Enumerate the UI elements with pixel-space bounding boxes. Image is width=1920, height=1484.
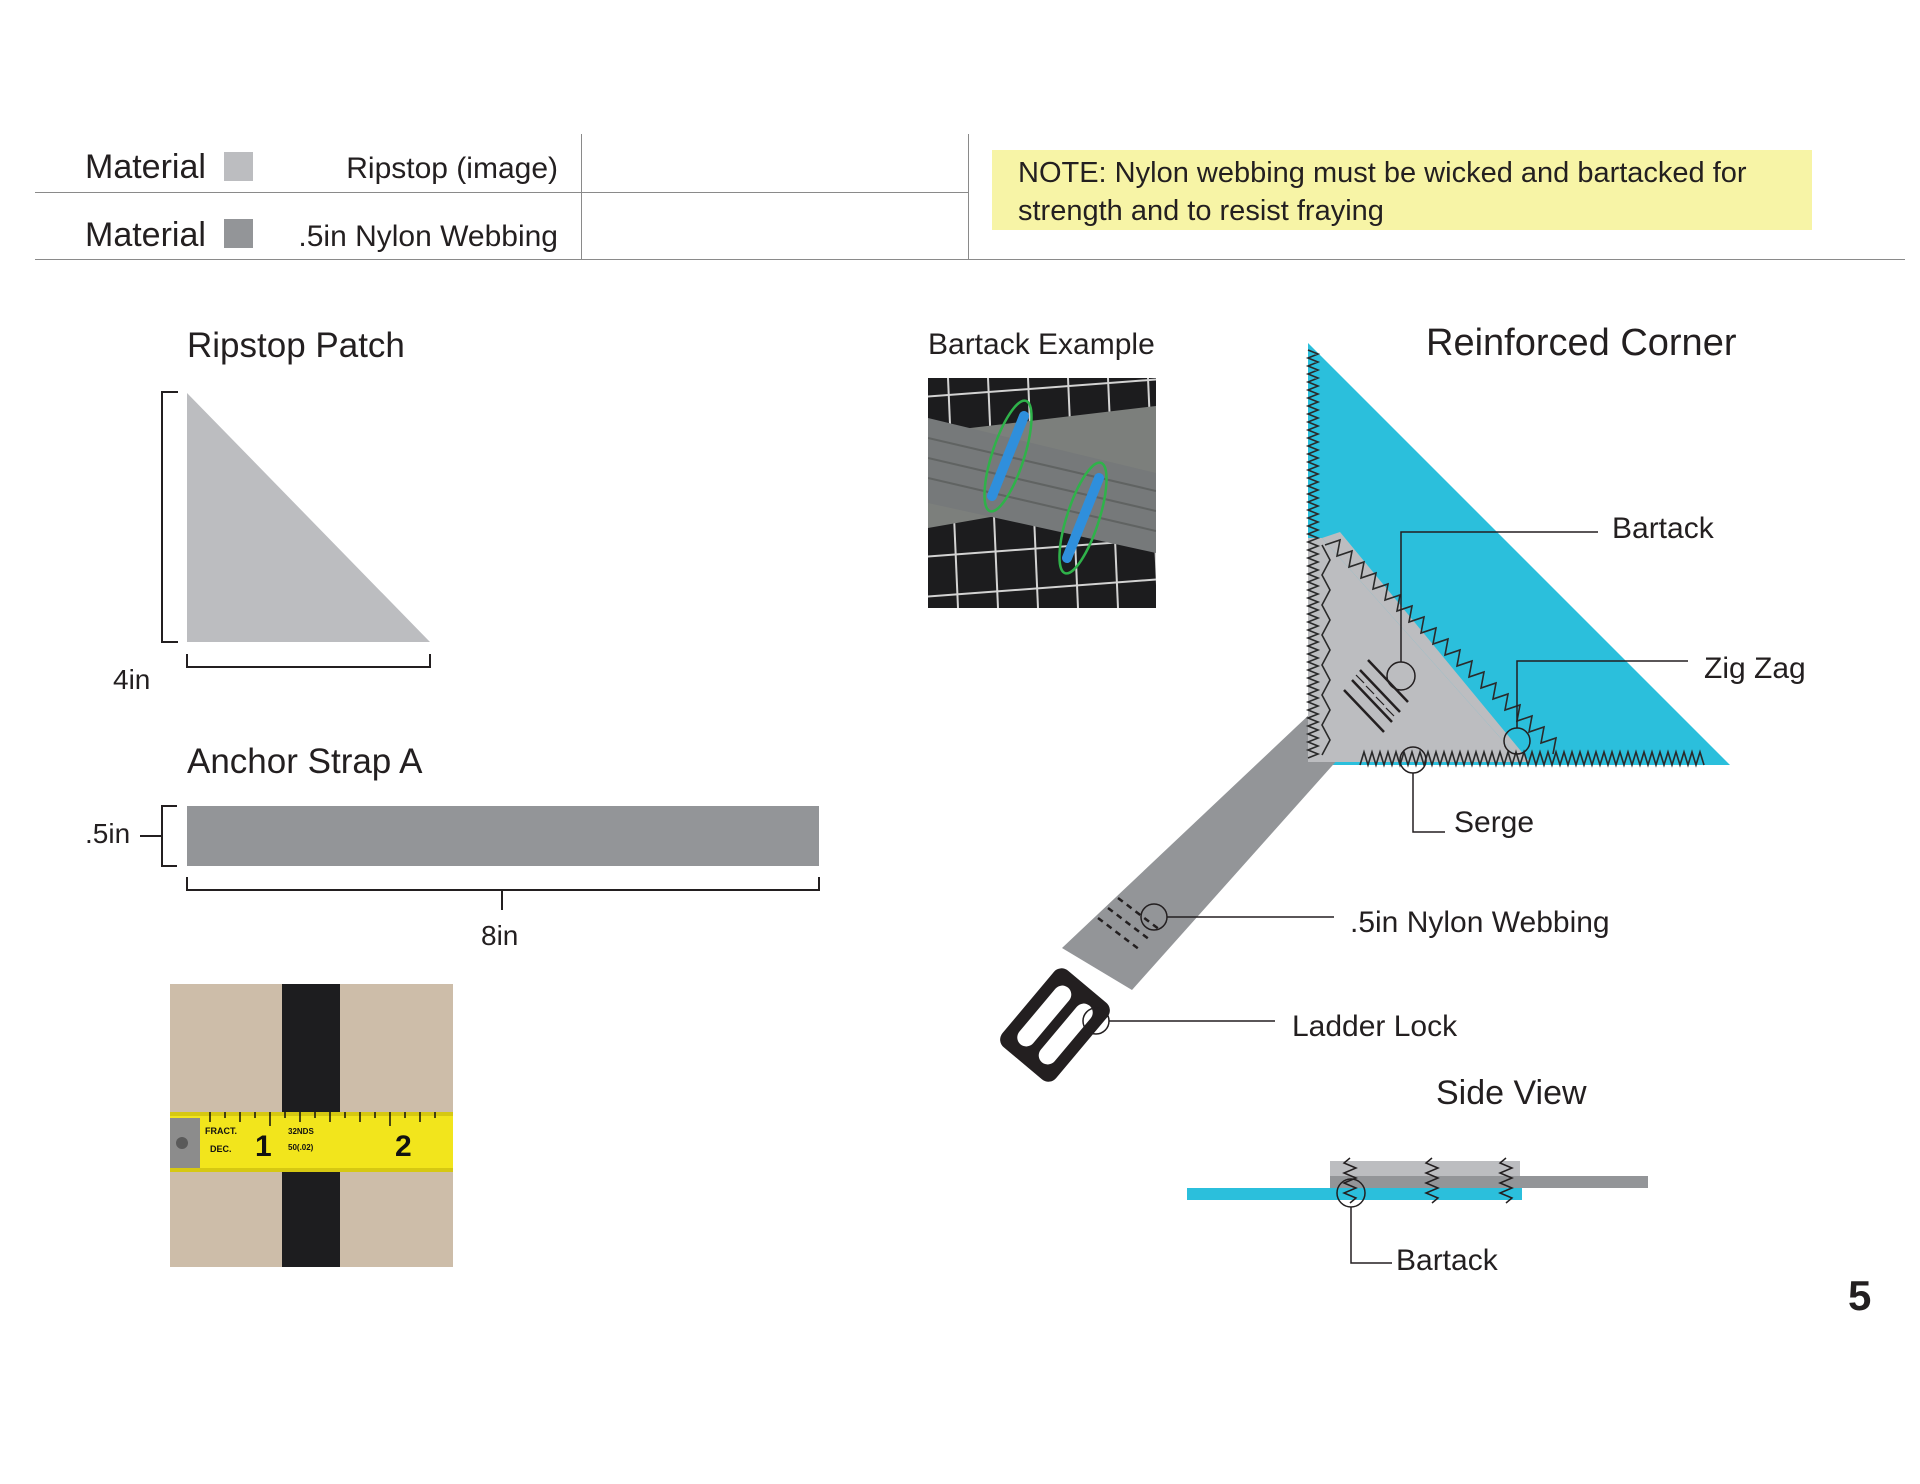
tape-measure-image: 1 2 FRACT. DEC. 32NDS 50(.02) (170, 984, 453, 1267)
ladder-lock-label: Ladder Lock (1292, 1010, 1458, 1043)
side-view-bartack-label: Bartack (1396, 1244, 1498, 1277)
svg-text:2: 2 (395, 1130, 412, 1163)
ripstop-dimension-label: 4in (113, 664, 151, 695)
material-name-1: Ripstop (image) (346, 152, 558, 185)
svg-text:DEC.: DEC. (210, 1144, 232, 1154)
ripstop-swatch (224, 152, 253, 181)
bartack-example-image (928, 378, 1156, 608)
svg-text:50(.02): 50(.02) (288, 1143, 314, 1152)
note-text: Nylon webbing must be wicked and bartack… (1018, 157, 1747, 227)
tape-measure-photo: 1 2 FRACT. DEC. 32NDS 50(.02) (170, 984, 453, 1267)
ripstop-patch-title: Ripstop Patch (187, 326, 405, 365)
svg-text:FRACT.: FRACT. (205, 1126, 237, 1136)
side-view-title: Side View (1436, 1074, 1587, 1112)
reinforced-corner-title: Reinforced Corner (1426, 322, 1737, 364)
page-number: 5 (1848, 1272, 1872, 1319)
bartack-label: Bartack (1612, 512, 1714, 545)
strap-height-label: .5in (85, 818, 131, 849)
serge-label: Serge (1454, 806, 1535, 839)
note-box: NOTE: Nylon webbing must be wicked and b… (992, 150, 1812, 230)
material-label-2: Material (85, 216, 206, 254)
zigzag-label: Zig Zag (1704, 652, 1806, 685)
webbing-label: .5in Nylon Webbing (1350, 906, 1610, 939)
material-name-2: .5in Nylon Webbing (298, 220, 558, 253)
note-prefix: NOTE: (1018, 157, 1107, 189)
svg-text:1: 1 (255, 1130, 272, 1163)
material-label-1: Material (85, 148, 206, 186)
strap-length-label: 8in (481, 920, 519, 951)
bartack-example-photo (928, 378, 1156, 608)
bartack-example-title: Bartack Example (928, 328, 1155, 361)
svg-text:32NDS: 32NDS (288, 1127, 314, 1136)
anchor-strap-title: Anchor Strap A (187, 742, 423, 781)
webbing-swatch (224, 219, 253, 248)
